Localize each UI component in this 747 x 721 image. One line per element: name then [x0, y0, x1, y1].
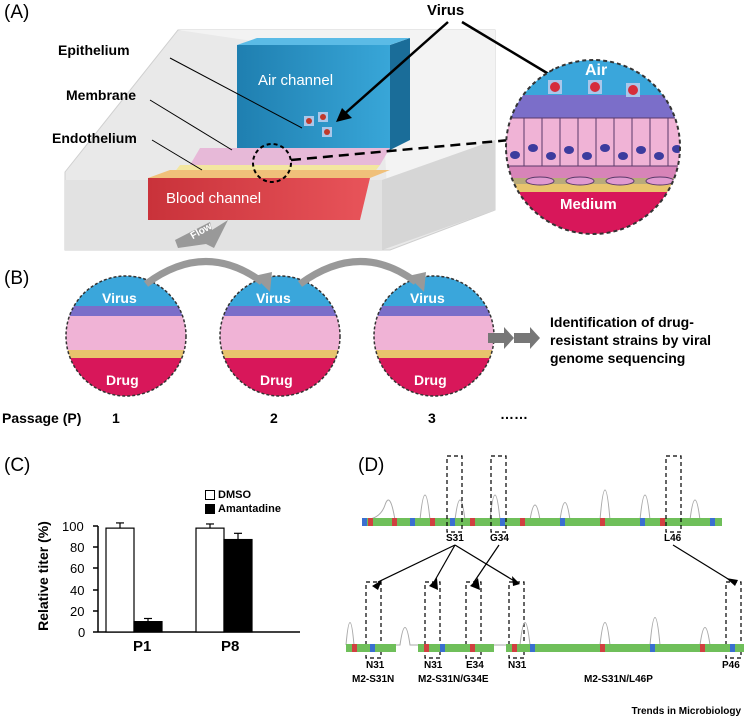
ytick-40: 40 [70, 583, 85, 598]
label-s31: S31 [446, 533, 464, 544]
medium-label: Medium [560, 196, 617, 213]
legend: DMSO Amantadine [205, 488, 281, 516]
epithelium-label: Epithelium [58, 42, 130, 58]
y-axis-label: Relative titer (%) [35, 521, 51, 631]
chromatogram [345, 455, 744, 659]
ytick-60: 60 [70, 561, 85, 576]
ytick-80: 80 [70, 540, 85, 555]
bar-dmso-p1 [105, 527, 135, 633]
virus-label-1: Virus [102, 290, 137, 306]
legend-item-amantadine: Amantadine [205, 502, 281, 516]
panel-a-label: (A) [4, 2, 30, 23]
legend-swatch-amantadine [205, 504, 215, 514]
strain-m2-s31n-g34e: M2-S31N/G34E [418, 674, 489, 685]
air-channel-label: Air channel [258, 72, 334, 89]
blood-channel-label: Blood channel [166, 190, 262, 207]
legend-item-dmso: DMSO [205, 488, 281, 502]
label-n31-b: N31 [424, 660, 443, 671]
drug-label-2: Drug [260, 372, 293, 388]
strain-m2-s31n: M2-S31N [352, 674, 395, 685]
virus-label-2: Virus [256, 290, 291, 306]
endothelium-label: Endothelium [52, 130, 137, 146]
panel-d-label: (D) [358, 455, 385, 476]
passage-label: Passage (P) [2, 410, 82, 426]
passage-2: 2 [270, 410, 278, 426]
label-l46: L46 [664, 533, 682, 544]
legend-swatch-dmso [205, 490, 215, 500]
ytick-100: 100 [62, 519, 84, 534]
ytick-0: 0 [78, 625, 86, 640]
virus-label-3: Virus [410, 290, 445, 306]
passage-1: 1 [112, 410, 120, 426]
bar-amantadine-p8 [223, 538, 253, 633]
label-n31-c: N31 [508, 660, 527, 671]
bar-amantadine-p1 [133, 621, 163, 633]
identification-line-1: Identification of drug- [550, 314, 694, 330]
bar-chart [93, 522, 300, 633]
label-p46: P46 [722, 660, 740, 671]
panel-b-label: (B) [4, 268, 30, 289]
category-p8: P8 [221, 638, 240, 655]
virus-label: Virus [427, 2, 465, 19]
drug-label-1: Drug [106, 372, 139, 388]
drug-label-3: Drug [414, 372, 447, 388]
ytick-20: 20 [70, 604, 85, 619]
identification-line-2: resistant strains by viral [550, 332, 712, 348]
category-p1: P1 [133, 638, 152, 655]
label-g34: G34 [490, 533, 509, 544]
strain-m2-s31n-l46p: M2-S31N/L46P [584, 674, 653, 685]
journal-footer: Trends in Microbiology [631, 706, 741, 717]
passage-3: 3 [428, 410, 436, 426]
label-e34: E34 [466, 660, 484, 671]
panel-c-label: (C) [4, 455, 31, 476]
passage-more: …… [500, 406, 528, 422]
label-n31-a: N31 [366, 660, 385, 671]
air-zoom-label: Air [585, 62, 608, 79]
legend-label-dmso: DMSO [218, 489, 251, 501]
identification-line-3: genome sequencing [550, 350, 686, 366]
legend-label-amantadine: Amantadine [218, 503, 281, 515]
membrane-label: Membrane [66, 87, 137, 103]
bar-dmso-p8 [195, 527, 225, 633]
